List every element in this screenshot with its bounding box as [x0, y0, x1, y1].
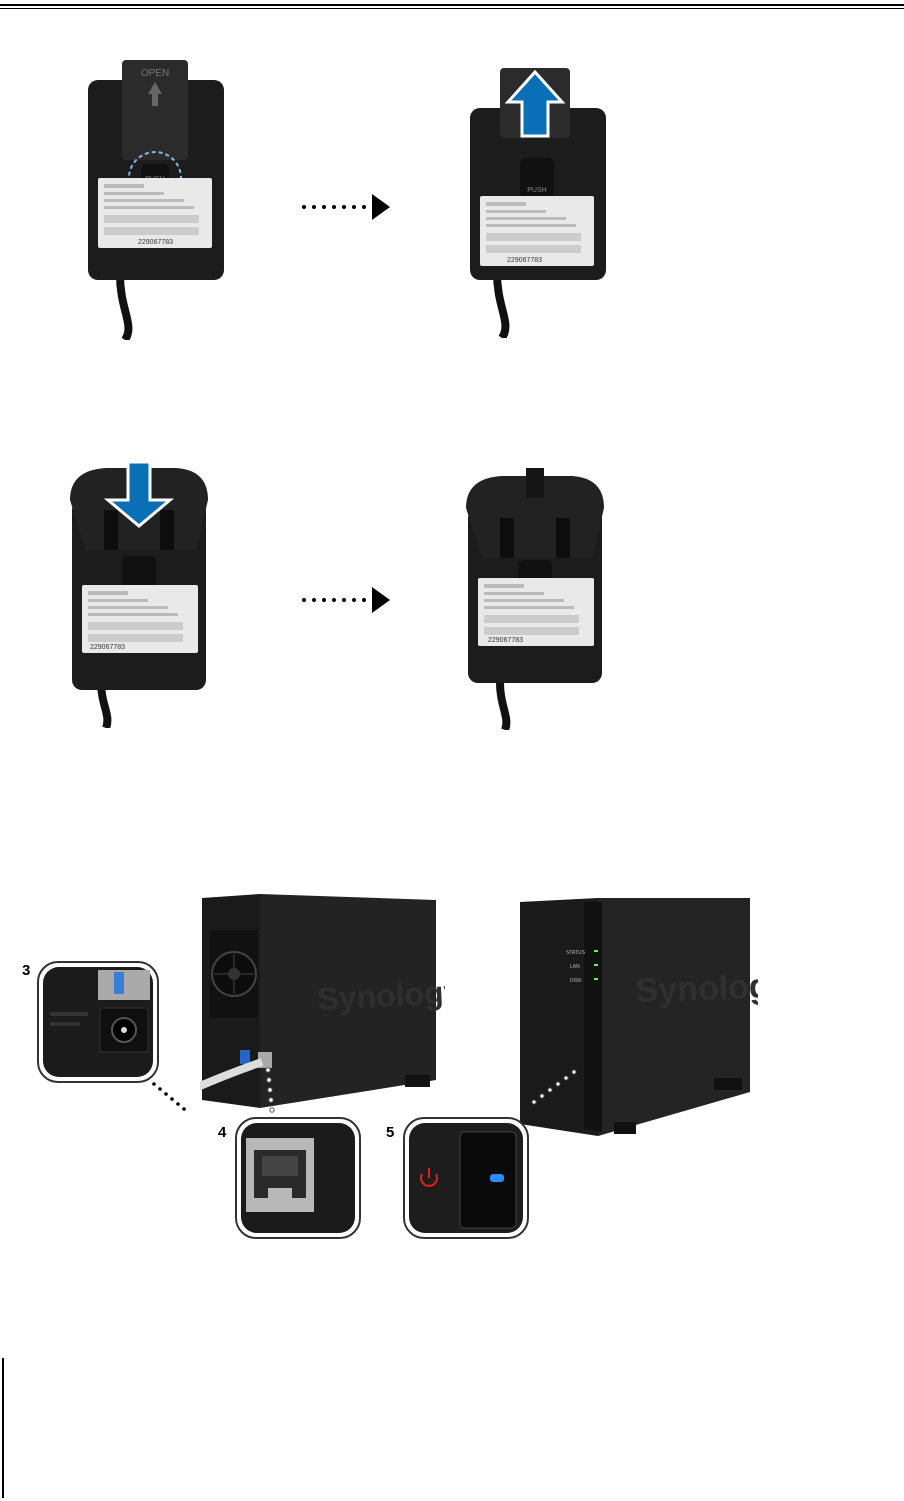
front-label-disk: DISK — [570, 978, 582, 984]
nas-rear-figure: Synology — [200, 894, 445, 1108]
push-label-2: PUSH — [527, 187, 546, 194]
adapter-plug-attached-figure: 229067783 — [466, 468, 604, 730]
adapter-label-sticker-3 — [82, 585, 198, 653]
dotted-arrow-2 — [302, 587, 390, 613]
callout-number-4: 4 — [218, 1124, 227, 1141]
front-label-lan: LAN — [570, 964, 580, 970]
clip-open-label: OPEN — [141, 68, 169, 79]
serial-number-4: 229067783 — [488, 637, 523, 644]
header-rule-thin — [0, 8, 904, 9]
power-port-zoom-figure — [37, 961, 159, 1083]
adapter-plug-insert-figure: 229067783 — [70, 460, 208, 728]
callout-4-leader — [265, 1067, 275, 1113]
serial-number: 229067783 — [138, 239, 173, 246]
page-edge-bar — [2, 1358, 4, 1498]
callout-number-5: 5 — [386, 1124, 395, 1141]
nas-front-figure: STATUS LAN DISK Synology — [520, 898, 758, 1136]
lan-port-zoom-figure — [235, 1117, 361, 1239]
up-arrow-icon — [504, 69, 566, 138]
serial-number-3: 229067783 — [90, 644, 125, 651]
power-led-indicator — [490, 1174, 504, 1182]
dotted-arrow-1 — [302, 194, 390, 220]
adapter-label-sticker-4 — [478, 578, 594, 646]
callout-number-3: 3 — [22, 962, 31, 979]
down-arrow-icon — [103, 460, 175, 528]
adapter-with-clip-figure: OPEN PUSH 229067783 — [88, 60, 224, 340]
callout-3-leader — [152, 1082, 186, 1111]
nas-brand-logo: Synology — [316, 973, 445, 1016]
power-icon — [420, 1168, 438, 1187]
adapter-clip-removed-figure: PUSH 229067783 — [470, 68, 606, 338]
serial-number-2: 229067783 — [507, 257, 542, 264]
adapter-label-sticker — [98, 178, 212, 248]
header-rule-thick — [0, 4, 904, 6]
adapter-label-sticker-2 — [480, 196, 594, 266]
front-label-status: STATUS — [566, 950, 586, 956]
power-button-zoom-figure — [403, 1117, 529, 1239]
nas-front-brand-logo: Synology — [635, 967, 758, 1010]
